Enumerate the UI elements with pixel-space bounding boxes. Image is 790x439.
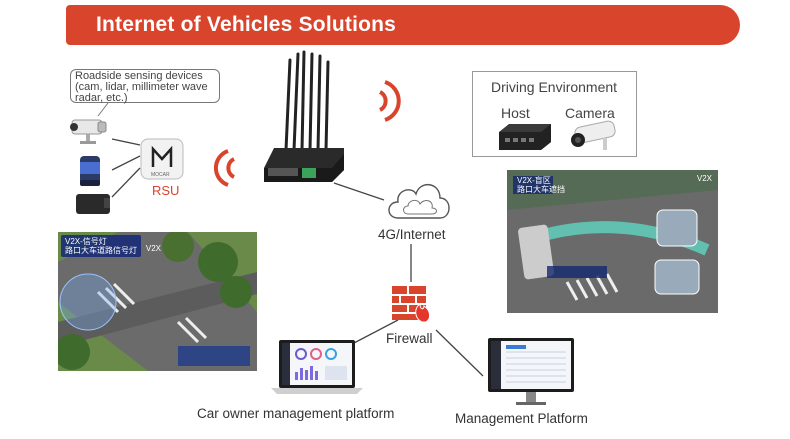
driving-env-title: Driving Environment bbox=[491, 79, 618, 95]
line-rsu-cam bbox=[111, 138, 141, 146]
scene-left-tag-line2: 路口大车道路信号灯 bbox=[65, 246, 137, 255]
scene-right-tag: V2X-盲区 路口大车遮挡 bbox=[513, 174, 569, 196]
roadside-callout: Roadside sensing devices (cam, lidar, mi… bbox=[70, 69, 220, 104]
car-owner-platform-label: Car owner management platform bbox=[197, 406, 395, 421]
lidar-icon bbox=[80, 156, 100, 186]
scene-right-tag-line2: 路口大车遮挡 bbox=[517, 185, 565, 194]
management-platform-label: Management Platform bbox=[455, 411, 588, 426]
scene-left-corner: V2X bbox=[145, 244, 161, 253]
scene-left-drawing bbox=[58, 232, 257, 371]
callout-line-2: (cam, lidar, millimeter wave bbox=[75, 81, 208, 93]
line-rsu-radar bbox=[111, 167, 141, 198]
line-firewall-carowner bbox=[353, 319, 399, 344]
scene-right-drawing bbox=[507, 170, 718, 313]
router-icon bbox=[264, 50, 344, 182]
monitor-icon bbox=[488, 338, 574, 405]
cloud-label: 4G/Internet bbox=[378, 227, 446, 242]
signal-left-icon bbox=[213, 149, 236, 187]
callout-line-1: Roadside sensing devices bbox=[75, 70, 203, 82]
driving-environment-box: Driving Environment Host Camera bbox=[472, 71, 637, 157]
rsu-label: RSU bbox=[152, 183, 180, 198]
page-title: Internet of Vehicles Solutions bbox=[96, 13, 397, 36]
cloud-icon bbox=[388, 184, 450, 219]
title-banner: Internet of Vehicles Solutions bbox=[66, 5, 740, 45]
firewall-icon bbox=[392, 286, 431, 323]
scene-right-tag-line1: V2X-盲区 bbox=[517, 176, 551, 185]
line-rsu-lidar bbox=[111, 155, 141, 171]
vehicle-camera-icon bbox=[571, 120, 616, 150]
line-callout-cam bbox=[97, 102, 109, 117]
camera-label: Camera bbox=[565, 105, 615, 121]
callout-line-3: radar, etc.) bbox=[75, 92, 128, 104]
radar-icon bbox=[76, 194, 110, 214]
host-label: Host bbox=[501, 105, 530, 121]
roadside-camera-icon bbox=[70, 119, 107, 144]
host-device-icon bbox=[499, 124, 551, 150]
scene-right-corner: V2X bbox=[696, 174, 712, 183]
scene-right-blind-spot: V2X-盲区 路口大车遮挡 V2X bbox=[507, 170, 718, 313]
line-router-cloud bbox=[333, 182, 385, 201]
signal-right-icon bbox=[378, 80, 401, 122]
scene-left-tag-line1: V2X-信号灯 bbox=[65, 237, 107, 246]
scene-left-traffic-light: V2X-信号灯 路口大车道路信号灯 V2X bbox=[58, 232, 257, 371]
scene-left-tag: V2X-信号灯 路口大车道路信号灯 bbox=[61, 235, 141, 257]
line-firewall-mgmt bbox=[435, 329, 484, 377]
rsu-logo-text: MOCAR bbox=[151, 172, 170, 178]
rsu-device-icon bbox=[140, 138, 184, 180]
laptop-icon bbox=[271, 340, 363, 394]
firewall-label: Firewall bbox=[386, 331, 433, 346]
